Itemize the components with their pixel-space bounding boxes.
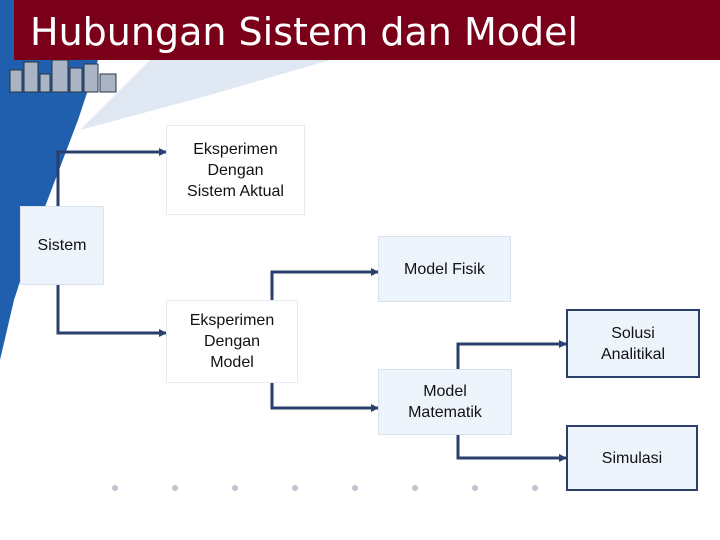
- light-blue-swoosh: [80, 60, 330, 130]
- arrow-to-simulasi: [456, 435, 567, 462]
- arrow-sistem-to-eksperimen-aktual: [56, 148, 167, 206]
- arrow-to-solusi-analitikal: [456, 340, 567, 369]
- arrow-to-model-matematik: [270, 383, 379, 412]
- arrow-sistem-to-eksperimen-model: [56, 285, 167, 337]
- node-simulasi-label: Simulasi: [601, 449, 663, 467]
- node-solusi-analitikal-label: Solusi Analitikal: [600, 324, 666, 363]
- node-eksperimen-aktual: Eksperimen Dengan Sistem Aktual: [166, 125, 305, 215]
- node-model-matematik: Model Matematik: [378, 369, 512, 435]
- arrow-to-model-fisik: [270, 268, 379, 300]
- node-sistem-label: Sistem: [37, 237, 87, 254]
- node-simulasi: Simulasi: [566, 425, 698, 491]
- city-skyline-logo: [9, 59, 117, 93]
- dot-row: [112, 485, 538, 491]
- node-sistem: Sistem: [20, 206, 104, 285]
- title-bar: Hubungan Sistem dan Model: [14, 0, 720, 60]
- page-title: Hubungan Sistem dan Model: [30, 10, 579, 54]
- node-eksperimen-aktual-label: Eksperimen Dengan Sistem Aktual: [187, 140, 284, 200]
- node-eksperimen-model-label: Eksperimen Dengan Model: [189, 312, 275, 371]
- node-eksperimen-model: Eksperimen Dengan Model: [166, 300, 298, 383]
- node-model-matematik-label: Model Matematik: [408, 383, 482, 421]
- node-model-fisik: Model Fisik: [378, 236, 511, 302]
- node-model-fisik-label: Model Fisik: [404, 260, 485, 278]
- node-solusi-analitikal: Solusi Analitikal: [566, 309, 700, 378]
